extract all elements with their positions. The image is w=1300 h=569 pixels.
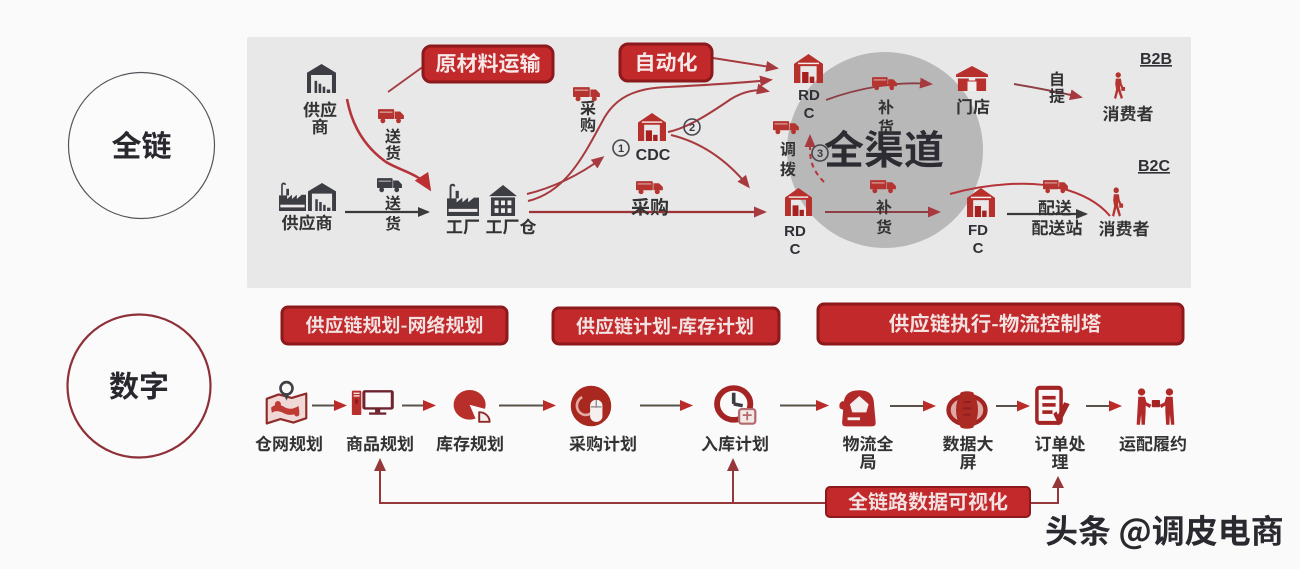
svg-text:B2C: B2C	[1138, 158, 1170, 175]
svg-text:C: C	[804, 105, 815, 122]
svg-text:B2B: B2B	[1140, 51, 1172, 68]
svg-text:2: 2	[689, 122, 695, 134]
svg-text:FD: FD	[968, 222, 988, 239]
svg-text:RD: RD	[784, 223, 806, 240]
svg-text:C: C	[973, 240, 984, 257]
svg-text:CDC: CDC	[636, 147, 671, 164]
svg-text:C: C	[790, 241, 801, 258]
svg-text:1: 1	[618, 143, 624, 155]
svg-text:3: 3	[817, 148, 823, 160]
svg-text:RD: RD	[798, 87, 820, 104]
